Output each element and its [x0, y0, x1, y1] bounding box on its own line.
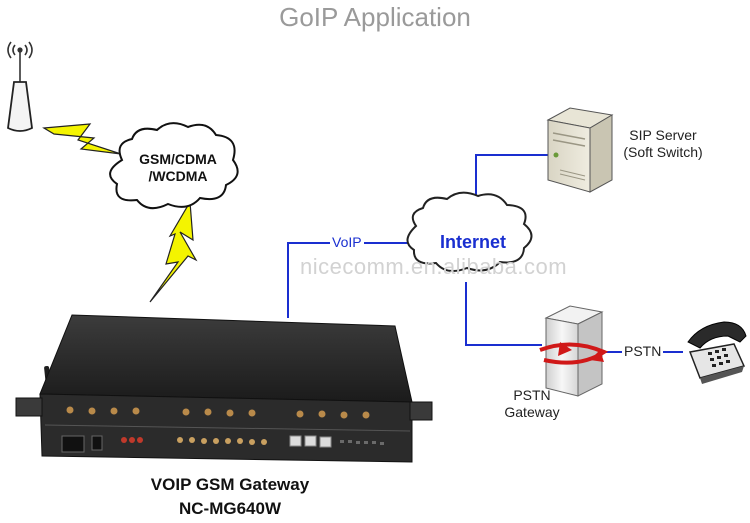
sip-link: [475, 154, 548, 210]
voip-label: VoIP: [330, 234, 364, 250]
telephone-icon: [687, 321, 747, 384]
gateway-device-icon: [15, 314, 433, 463]
server-icon: [546, 107, 614, 193]
lightning-icon: [42, 123, 122, 155]
connection-lines: [287, 154, 683, 353]
gateway-line2: NC-MG640W: [178, 499, 281, 518]
pstn-gateway-link: [465, 282, 542, 346]
pstn-gateway-line1: PSTN: [513, 387, 551, 403]
gsm-cloud-line1: GSM/CDMA: [139, 151, 217, 167]
sip-server-line1: SIP Server: [629, 127, 697, 143]
sip-server-line2: (Soft Switch): [623, 144, 703, 160]
gateway-line1: VOIP GSM Gateway: [150, 475, 310, 494]
lightning-icon: [149, 200, 198, 303]
gsm-cloud-label: GSM/CDMA /WCDMA: [130, 151, 226, 185]
internet-label: Internet: [440, 232, 507, 252]
pstn-gateway-line2: Gateway: [504, 404, 560, 420]
pstn-label: PSTN: [622, 343, 664, 360]
cloud-icon: [109, 122, 239, 210]
watermark: nicecomm.en.alibaba.com: [300, 254, 568, 279]
voip-link: [287, 242, 412, 318]
cloud-icon: [406, 191, 533, 273]
antenna-tower-icon: [7, 41, 33, 132]
page-title: GoIP Application: [279, 2, 471, 32]
sip-server-label: SIP Server (Soft Switch): [612, 127, 714, 161]
gsm-cloud-line2: /WCDMA: [148, 168, 208, 184]
pstn-gateway-icon: [539, 305, 609, 397]
pstn-gateway-label: PSTN Gateway: [496, 387, 568, 421]
gateway-label: VOIP GSM Gateway NC-MG640W: [80, 473, 380, 521]
